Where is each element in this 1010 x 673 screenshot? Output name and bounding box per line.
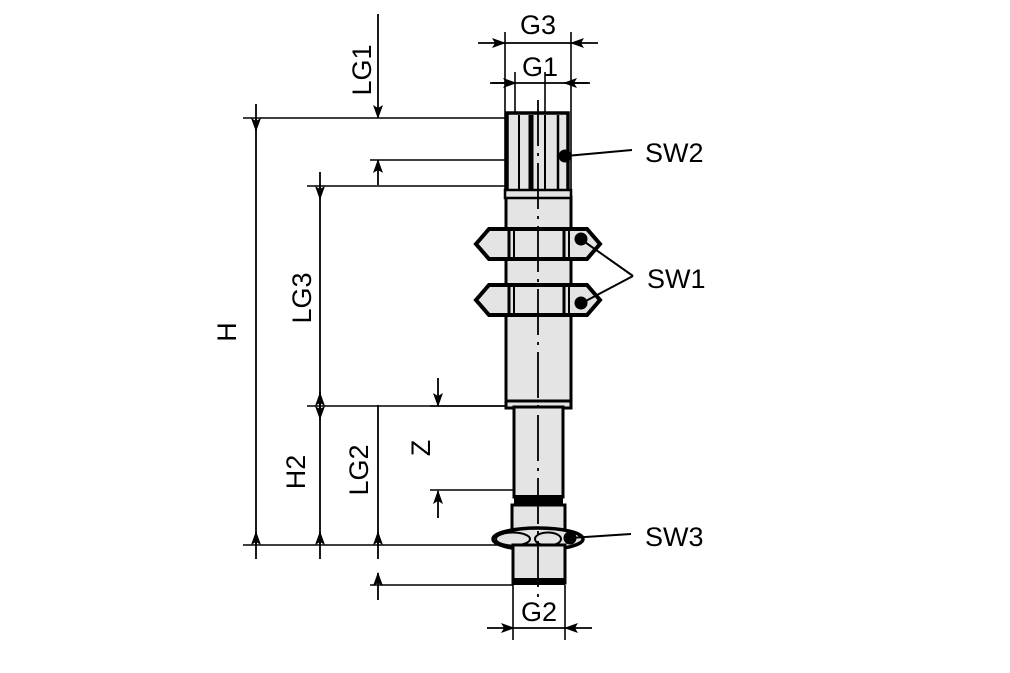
dimension-label-lg2: LG2 bbox=[344, 444, 374, 495]
callout-label-sw2: SW2 bbox=[645, 138, 704, 168]
dimension-label-g2: G2 bbox=[521, 597, 557, 627]
dimension-label-lg1: LG1 bbox=[347, 44, 377, 95]
upper-thread-lines bbox=[518, 115, 560, 189]
dimension-label-g3: G3 bbox=[520, 10, 556, 40]
callout-sw3 bbox=[563, 531, 632, 545]
sw3-leader-dot bbox=[563, 531, 577, 545]
part-bottom-face bbox=[513, 578, 565, 585]
dimension-label-g1: G1 bbox=[522, 52, 558, 82]
callout-label-sw1: SW1 bbox=[647, 264, 706, 294]
dimension-label-h2: H2 bbox=[281, 455, 311, 490]
sw1-leader-dot-lower bbox=[574, 296, 588, 310]
dimension-label-h: H bbox=[212, 322, 242, 342]
dimension-label-lg3: LG3 bbox=[287, 272, 317, 323]
callout-sw1 bbox=[574, 232, 634, 310]
part-lower-thread-stub bbox=[511, 543, 567, 585]
dimension-label-z: Z bbox=[406, 440, 436, 457]
callout-label-sw3: SW3 bbox=[645, 522, 704, 552]
sw2-leader-dot bbox=[558, 149, 572, 163]
callout-sw2 bbox=[558, 149, 633, 163]
sw1-leader-dot-upper bbox=[574, 232, 588, 246]
